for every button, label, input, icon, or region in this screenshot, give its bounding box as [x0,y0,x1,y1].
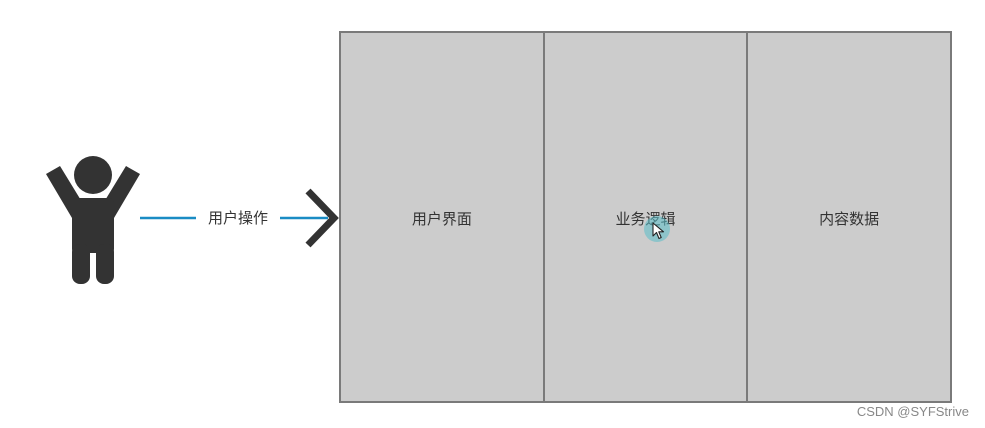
person-icon [46,156,140,284]
panel-label-content-data: 内容数据 [819,209,880,228]
panel-ui: 用户界面 [341,33,543,401]
panel-business-logic: 业务逻辑 [542,33,747,401]
watermark: CSDN @SYFStrive [856,404,969,419]
mouse-pointer-icon [652,222,665,240]
panel-content-data: 内容数据 [746,33,951,401]
layer-panels: 用户界面 业务逻辑 内容数据 [339,31,952,403]
panel-label-ui: 用户界面 [411,209,472,228]
arrow-label: 用户操作 [196,207,280,229]
arrow-head [305,188,339,248]
